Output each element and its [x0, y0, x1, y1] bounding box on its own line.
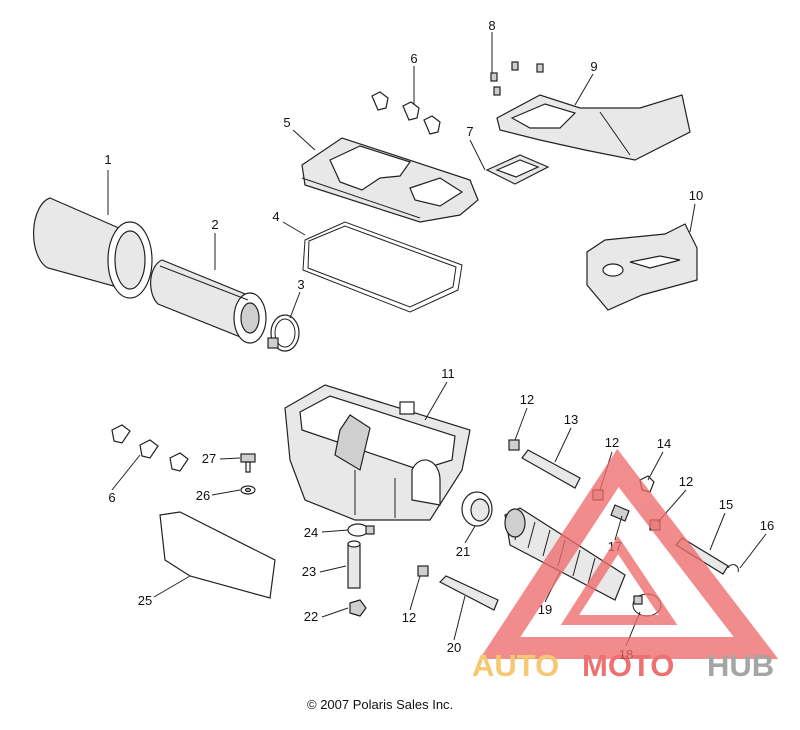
part-16-clip	[727, 564, 739, 573]
part-10-foam-block	[586, 223, 698, 311]
label-19: 19	[538, 602, 552, 617]
part-1-prefilter	[32, 197, 153, 299]
label-12-c: 12	[679, 474, 693, 489]
label-12-a: 12	[520, 392, 534, 407]
part-11-airbox	[284, 384, 471, 521]
label-16: 16	[760, 518, 774, 533]
watermark-hub: HUB	[707, 648, 774, 683]
part-25-panel	[159, 511, 276, 599]
label-3: 3	[297, 277, 304, 292]
label-8: 8	[488, 18, 495, 33]
label-21: 21	[456, 544, 470, 559]
label-7: 7	[466, 124, 473, 139]
watermark-auto: AUTO	[472, 648, 559, 683]
part-5-cover	[301, 137, 479, 223]
label-22: 22	[304, 609, 318, 624]
label-4: 4	[272, 209, 279, 224]
label-27: 27	[202, 451, 216, 466]
label-14: 14	[657, 436, 671, 451]
part-9-intake-duct	[496, 94, 691, 161]
watermark-logo: AUTO MOTO HUB	[472, 449, 779, 683]
part-4-gasket	[302, 221, 463, 313]
part-2-filter	[149, 259, 267, 344]
part-3-clamp	[267, 314, 300, 352]
label-23: 23	[302, 564, 316, 579]
label-10: 10	[689, 188, 703, 203]
label-26: 26	[196, 488, 210, 503]
label-12-b: 12	[605, 435, 619, 450]
label-15: 15	[719, 497, 733, 512]
part-6-fasteners-upper	[371, 91, 441, 135]
part-21-ring	[461, 491, 493, 527]
label-12-d: 12	[402, 610, 416, 625]
label-5: 5	[283, 115, 290, 130]
label-11: 11	[441, 366, 455, 381]
label-2: 2	[211, 217, 218, 232]
part-7-plate	[485, 154, 550, 185]
part-8-screws	[490, 61, 544, 96]
label-13: 13	[564, 412, 578, 427]
label-24: 24	[304, 525, 318, 540]
label-25: 25	[138, 593, 152, 608]
part-13-tube	[521, 449, 581, 489]
copyright-text: © 2007 Polaris Sales Inc.	[307, 697, 453, 712]
label-6-lower: 6	[108, 490, 115, 505]
part-24-clamp	[347, 523, 375, 537]
label-20: 20	[447, 640, 461, 655]
part-22-fitting	[349, 599, 367, 617]
part-27-bolt	[240, 453, 256, 473]
part-17-fitting	[610, 504, 630, 522]
part-26-washer	[240, 485, 256, 495]
part-6-clips-lower	[111, 424, 189, 472]
callout-numbers: 1 2 3 4 5 6 6 7 8 9 10 11 12 12 12 12 13…	[104, 18, 774, 662]
label-9: 9	[590, 59, 597, 74]
part-20-tube	[438, 575, 499, 611]
watermark-moto: MOTO	[582, 648, 674, 683]
part-23-tube	[347, 540, 361, 589]
label-6-upper: 6	[410, 51, 417, 66]
label-1: 1	[104, 152, 111, 167]
